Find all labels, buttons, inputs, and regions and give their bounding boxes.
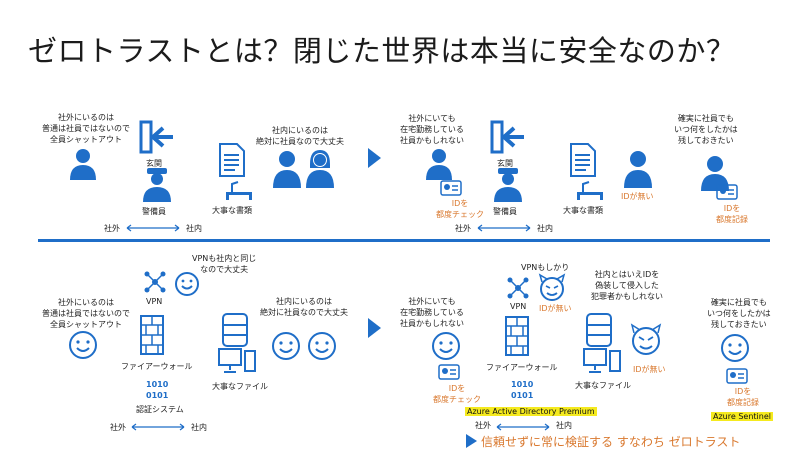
database-icon — [586, 313, 612, 347]
intruder-note: 社内とはいえIDを偽装して侵入した犯罪者かもしれない — [591, 270, 663, 301]
vpn-note: VPNも社内と同じなので大丈夫 — [192, 254, 257, 274]
inside-note: 社内にいるのは絶対に社員なので大丈夫 — [256, 126, 344, 146]
entrance-door-icon — [490, 120, 524, 154]
record-note: 確実に社員でもいつ何をしたかは残しておきたい — [707, 298, 771, 329]
id-card-icon — [440, 180, 462, 196]
person-icon — [426, 149, 452, 180]
guard-label: 警備員 — [142, 207, 166, 216]
outside-note: 社外にいるのは普通は社員ではないので全員シャットアウト — [42, 113, 130, 144]
database-icon — [222, 313, 248, 347]
no-id-label: IDが無い — [633, 365, 666, 374]
person-icon — [624, 151, 652, 188]
firewall-label: ファイアーウォール — [486, 363, 558, 372]
smiley-face-icon — [432, 332, 460, 360]
entrance-door-icon — [139, 120, 173, 154]
page-title: ゼロトラストとは？閉じた世界は本当に安全なのか？ — [28, 34, 736, 68]
woman-employee-icon — [306, 150, 334, 188]
slogan-arrow-icon — [466, 434, 477, 448]
id-card-icon — [726, 368, 748, 384]
outside-label: 社外 — [455, 224, 471, 233]
no-id-label: IDが無い — [621, 192, 654, 201]
guard-label: 警備員 — [493, 207, 517, 216]
outside-inside-arrow — [131, 423, 185, 431]
id-card-icon — [438, 364, 460, 380]
desk-lamp-icon — [226, 181, 252, 200]
aad-label: Azure Active Directory Premium — [465, 407, 597, 416]
outside-label: 社外 — [110, 423, 126, 432]
security-guard-icon — [494, 168, 522, 202]
computer-icon — [583, 348, 621, 373]
id-record-label: IDを都度記録 — [716, 204, 748, 224]
inside-label: 社内 — [556, 421, 572, 430]
smiley-face-icon — [175, 272, 199, 296]
documents-label: 大事な書類 — [563, 206, 603, 215]
devil-face-icon — [538, 273, 566, 301]
man-employee-icon — [273, 151, 301, 188]
outside-inside-arrow — [496, 423, 550, 431]
inside-label: 社内 — [537, 224, 553, 233]
inside-note: 社内にいるのは絶対に社員なので大丈夫 — [260, 297, 348, 317]
outside-label: 社外 — [475, 421, 491, 430]
document-icon — [570, 143, 596, 177]
firewall-icon — [505, 316, 529, 356]
auth-label: 認証システム — [136, 405, 184, 414]
sentinel-highlight-label: Azure Sentinel — [711, 411, 773, 422]
outside-note-zt: 社外にいても在宅勤務している社員かもしれない — [400, 297, 464, 328]
firewall-icon — [140, 315, 164, 355]
person-icon — [70, 149, 96, 180]
record-note: 確実に社員でもいつ何をしたかは残しておきたい — [674, 114, 738, 145]
devil-face-icon — [630, 323, 662, 355]
outside-note-zt: 社外にいても在宅勤務している社員かもしれない — [400, 114, 464, 145]
smiley-face-icon — [69, 331, 97, 359]
id-check-label: IDを都度チェック — [433, 384, 481, 404]
vpn-label: VPN — [146, 297, 163, 306]
vpn-network-icon — [144, 271, 166, 293]
smiley-face-icon — [308, 332, 336, 360]
sentinel-label: Azure Sentinel — [711, 412, 773, 421]
id-record-label: IDを都度記録 — [727, 387, 759, 407]
files-label: 大事なファイル — [212, 382, 268, 391]
smiley-face-icon — [721, 334, 749, 362]
outside-inside-arrow — [126, 224, 180, 232]
computer-icon — [218, 348, 256, 373]
document-icon — [219, 143, 245, 177]
entrance-label: 玄関 — [497, 159, 513, 168]
id-card-icon — [716, 184, 738, 200]
smiley-face-icon — [272, 332, 300, 360]
security-guard-icon — [143, 168, 171, 202]
outside-inside-arrow — [477, 224, 531, 232]
vpn-maybe-note: VPNもしかり — [521, 263, 570, 272]
outside-label: 社外 — [104, 224, 120, 233]
outside-note: 社外にいるのは普通は社員ではないので全員シャットアウト — [42, 298, 130, 329]
documents-label: 大事な書類 — [212, 206, 252, 215]
aad-highlight-label: Azure Active Directory Premium — [465, 406, 597, 417]
firewall-label: ファイアーウォール — [121, 362, 193, 371]
id-check-label: IDを都度チェック — [436, 199, 484, 219]
entrance-label: 玄関 — [146, 159, 162, 168]
section-divider — [38, 239, 770, 242]
transition-arrow-bottom — [368, 318, 381, 338]
transition-arrow-top — [368, 148, 381, 168]
desk-lamp-icon — [577, 181, 603, 200]
inside-label: 社内 — [186, 224, 202, 233]
vpn-label: VPN — [510, 302, 527, 311]
files-label: 大事なファイル — [575, 381, 631, 390]
vpn-network-icon — [507, 277, 529, 299]
zero-trust-slogan: 信頼せずに常に検証する すなわち ゼロトラスト — [481, 435, 741, 449]
inside-label: 社内 — [191, 423, 207, 432]
no-id-label: IDが無い — [539, 304, 572, 313]
person-icon — [701, 156, 729, 191]
